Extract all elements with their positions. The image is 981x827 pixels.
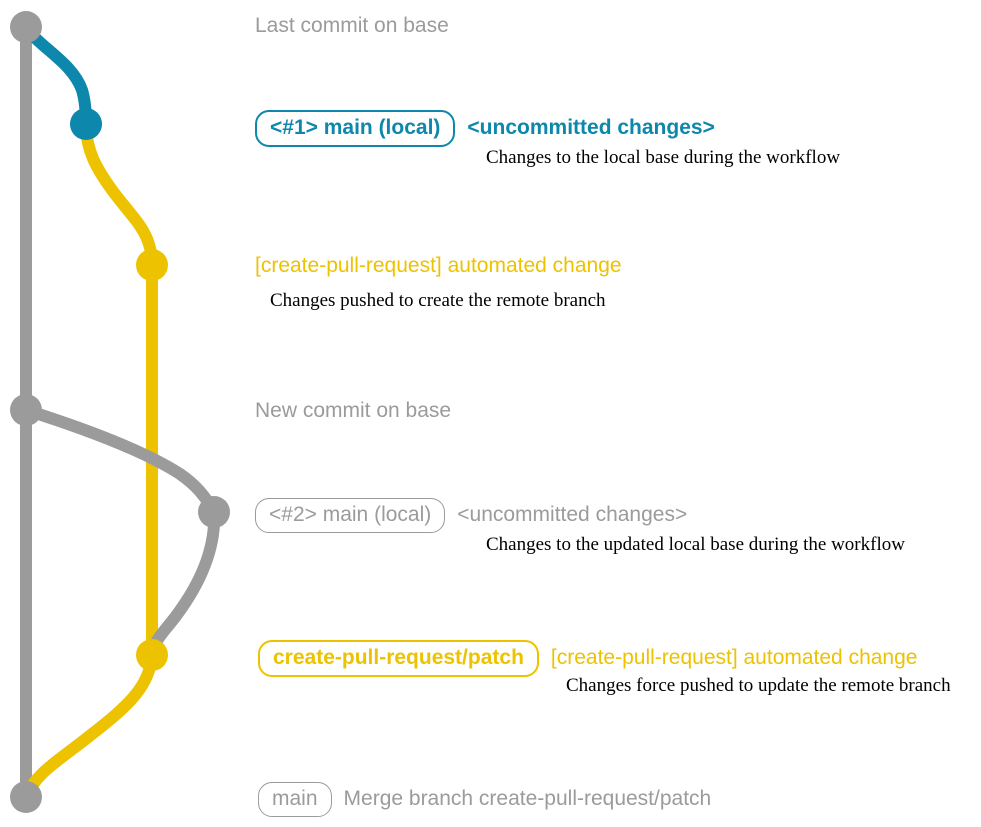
edge-patch-branch-to-merge-commit [20, 649, 158, 803]
edge-local-main-2-to-patch-branch [146, 506, 221, 661]
row-last-commit-on-base: Last commit on base [255, 15, 449, 36]
edge-local-main-1-to-automated-change-1 [80, 118, 158, 271]
commit-headline: New commit on base [255, 399, 452, 422]
commit-subject: <uncommitted changes> [457, 503, 688, 526]
note-local-main-2: Changes to the updated local base during… [486, 534, 905, 555]
ref-chip-local-main-2[interactable]: <#2> main (local) [255, 498, 446, 533]
row-merge-commit: main Merge branch create-pull-request/pa… [258, 782, 711, 817]
edge-new-commit-to-local-main-2 [20, 404, 220, 518]
row-local-main-1: <#1> main (local) <uncommitted changes> [255, 110, 715, 147]
node-merge-commit[interactable] [10, 781, 42, 813]
node-new-commit-on-base[interactable] [10, 394, 42, 426]
commit-subject: [create-pull-request] automated change [550, 646, 918, 669]
note-automated-change-1: Changes pushed to create the remote bran… [270, 290, 606, 311]
node-patch-branch[interactable] [136, 639, 168, 671]
node-local-main-2[interactable] [198, 496, 230, 528]
node-local-main-1[interactable] [70, 108, 102, 140]
commit-subject: <uncommitted changes> [467, 116, 715, 139]
row-local-main-2: <#2> main (local) <uncommitted changes> [255, 498, 687, 533]
commit-headline: [create-pull-request] automated change [255, 254, 622, 277]
ref-chip-patch-branch[interactable]: create-pull-request/patch [258, 640, 539, 677]
commit-subject: Merge branch create-pull-request/patch [343, 787, 712, 810]
note-local-main-1: Changes to the local base during the wor… [486, 147, 841, 168]
edge-base-to-local-main-1 [20, 21, 92, 130]
note-patch-branch: Changes force pushed to update the remot… [566, 675, 951, 696]
row-patch-branch: create-pull-request/patch [create-pull-r… [258, 640, 917, 677]
commit-nodes [10, 11, 230, 813]
row-new-commit-on-base: New commit on base [255, 400, 451, 421]
node-automated-change-1[interactable] [136, 249, 168, 281]
row-automated-change-1: [create-pull-request] automated change [255, 255, 622, 276]
node-last-commit-on-base[interactable] [10, 11, 42, 43]
commit-headline: Last commit on base [255, 14, 449, 37]
ref-chip-main[interactable]: main [258, 782, 332, 817]
ref-chip-local-main-1[interactable]: <#1> main (local) [255, 110, 456, 147]
